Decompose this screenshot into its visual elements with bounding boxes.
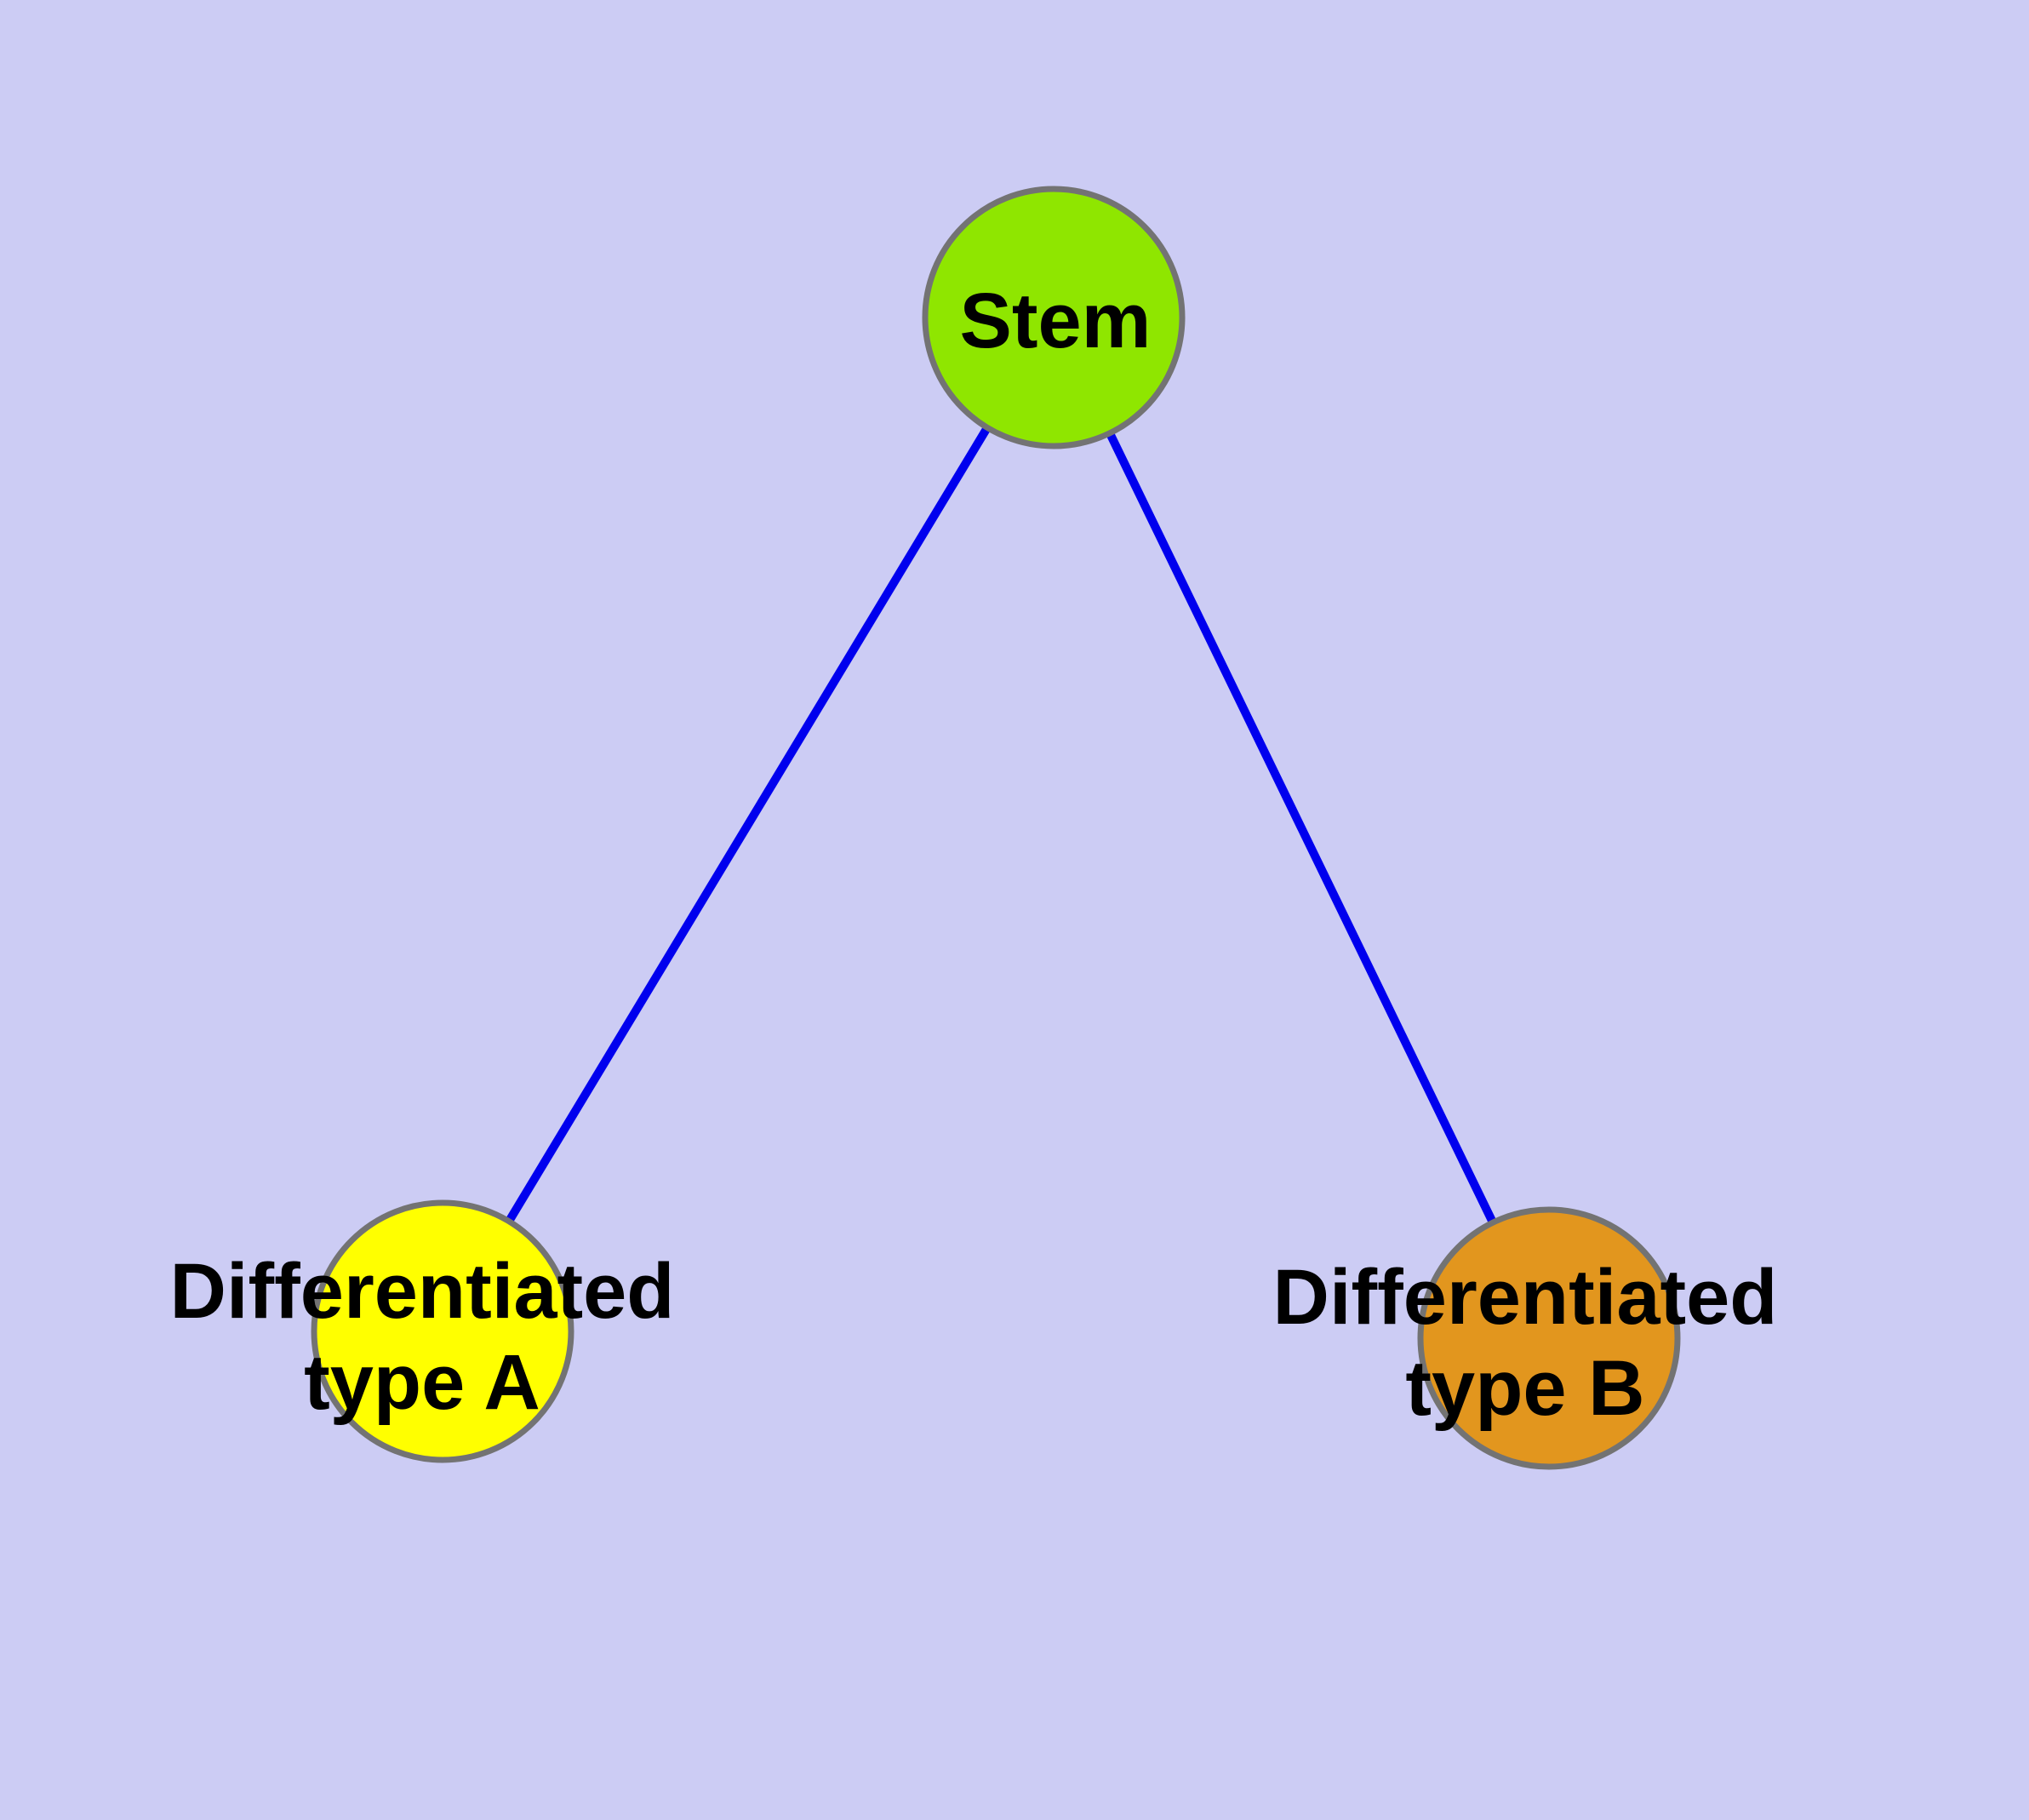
node-type-a-circle (311, 1199, 574, 1463)
node-type-a-label-line2: type A (304, 1339, 540, 1426)
node-type-b-label-line1: Differentiated (1273, 1254, 1778, 1341)
node-stem-circle (922, 186, 1186, 449)
edge-stem-to-type-a (438, 315, 1058, 1334)
node-differentiated-type-b: Differentiated type B (1273, 1206, 1778, 1470)
node-stem: Stem (922, 186, 1186, 449)
node-type-b-circle (1417, 1206, 1681, 1470)
node-type-b-label-line2: type B (1405, 1345, 1644, 1432)
node-type-a-label-line1: Differentiated (170, 1248, 675, 1335)
node-differentiated-type-a: Differentiated type A (170, 1199, 675, 1463)
node-stem-label: Stem (960, 278, 1152, 364)
edge-stem-to-type-b (1049, 315, 1553, 1341)
